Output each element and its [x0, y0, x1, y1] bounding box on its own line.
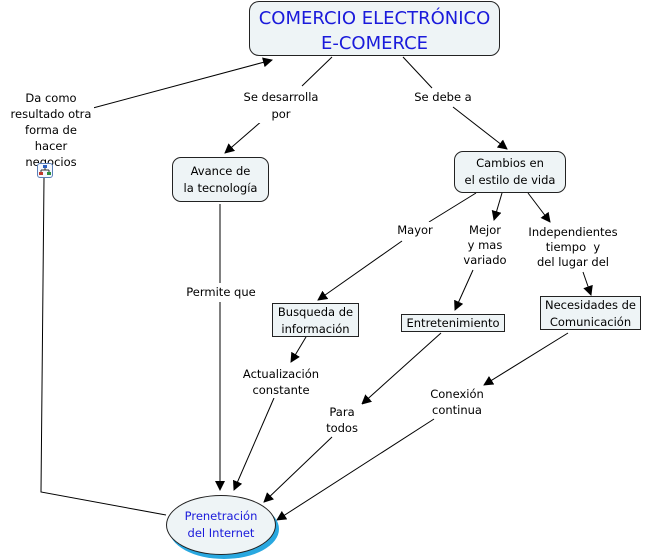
link-main-debe	[402, 56, 433, 89]
link-busqueda-actualiz	[290, 336, 307, 363]
concept-line: Comunicación	[549, 315, 632, 329]
concept-line: Cambios en	[476, 156, 544, 170]
concept-line: Busqueda de	[277, 305, 354, 319]
concept-line: el estilo de vida	[464, 173, 556, 187]
concept-map-icon[interactable]	[37, 163, 53, 178]
concept-line: Avance de	[190, 164, 251, 178]
phrase-line: Actualización	[242, 367, 320, 381]
link-actualiz-penetracion	[233, 397, 275, 491]
link-main-desarrolla	[301, 56, 333, 87]
phrase-line: resultado otra	[10, 107, 92, 121]
linking-phrase-mayor: Mayor	[395, 222, 435, 239]
link-indep-necesidades	[582, 271, 593, 296]
concept-necesidades-comunicacion[interactable]: Necesidades de Comunicación	[540, 296, 641, 330]
linking-phrase-se-desarrolla: Se desarrolla por	[238, 89, 324, 123]
linking-phrase-permite: Permite que	[182, 284, 260, 301]
phrase-line: del lugar del	[536, 255, 609, 269]
phrase-line: continua	[432, 403, 482, 417]
concept-line: información	[281, 322, 350, 336]
linking-phrase-mejor: Mejor y mas variado	[461, 223, 509, 268]
phrase-line: todos	[326, 421, 358, 435]
phrase-line: por	[271, 107, 291, 121]
concept-line: Entretenimiento	[406, 316, 500, 330]
phrase-line: variado	[463, 253, 507, 267]
phrase-line: Se desarrolla	[243, 90, 319, 104]
main-concept-node[interactable]: COMERCIO ELECTRÓNICO E-COMERCE	[249, 1, 500, 56]
linking-phrase-conexion: Conexión continua	[426, 386, 488, 418]
link-para-penetracion	[263, 436, 333, 503]
phrase-line: hacer	[34, 139, 68, 153]
phrase-line: forma de	[25, 123, 77, 137]
link-icon-penetracion	[40, 177, 167, 516]
phrase-line: Da como	[25, 91, 77, 105]
concept-penetracion-internet[interactable]: Prenetración del Internet	[166, 495, 276, 555]
link-mejor-entret	[454, 269, 474, 311]
link-necesidades-conexion	[483, 332, 569, 386]
link-dacomo-main	[77, 57, 273, 113]
link-entret-para	[361, 332, 442, 405]
linking-phrase-se-debe: Se debe a	[408, 89, 478, 106]
link-cambios-mayor	[428, 192, 477, 223]
concept-line: la tecnología	[183, 181, 258, 195]
phrase-line: Independientes	[528, 225, 618, 239]
concept-busqueda-informacion[interactable]: Busqueda de información	[272, 303, 359, 337]
link-cambios-indep	[527, 192, 551, 223]
link-desarrolla-avance	[224, 119, 264, 154]
linking-phrase-para-todos: Para todos	[322, 404, 362, 436]
phrase-line: y mas	[467, 238, 503, 252]
linking-phrase-actualizacion: Actualización constante	[239, 366, 323, 398]
phrase-line: Para	[329, 405, 355, 419]
phrase-line: Mayor	[397, 223, 433, 237]
phrase-line: Mejor	[469, 223, 501, 237]
concept-line: Necesidades de	[544, 298, 636, 312]
concept-entretenimiento[interactable]: Entretenimiento	[401, 314, 505, 332]
phrase-line: Conexión	[430, 387, 484, 401]
main-concept-line1: COMERCIO ELECTRÓNICO	[258, 8, 491, 29]
link-debe-cambios	[452, 106, 508, 150]
link-conexion-penetracion	[276, 418, 435, 521]
linking-phrase-independientes: Independientes tiempo y del lugar del	[524, 225, 622, 270]
phrase-line: tiempo y	[545, 240, 601, 254]
phrase-line: Se debe a	[414, 90, 472, 104]
link-cambios-mejor	[491, 192, 503, 221]
concept-cambios-estilo-vida[interactable]: Cambios en el estilo de vida	[454, 151, 566, 193]
concept-avance-tecnologia[interactable]: Avance de la tecnología	[172, 157, 269, 202]
phrase-line: constante	[252, 383, 310, 397]
concept-line: del Internet	[187, 526, 255, 540]
main-concept-line2: E-COMERCE	[320, 33, 429, 54]
link-mayor-busqueda	[317, 240, 403, 301]
linking-phrase-da-como: Da como resultado otra forma de hacer ne…	[8, 90, 94, 170]
concept-line: Prenetración	[184, 509, 258, 523]
phrase-line: Permite que	[186, 285, 256, 299]
